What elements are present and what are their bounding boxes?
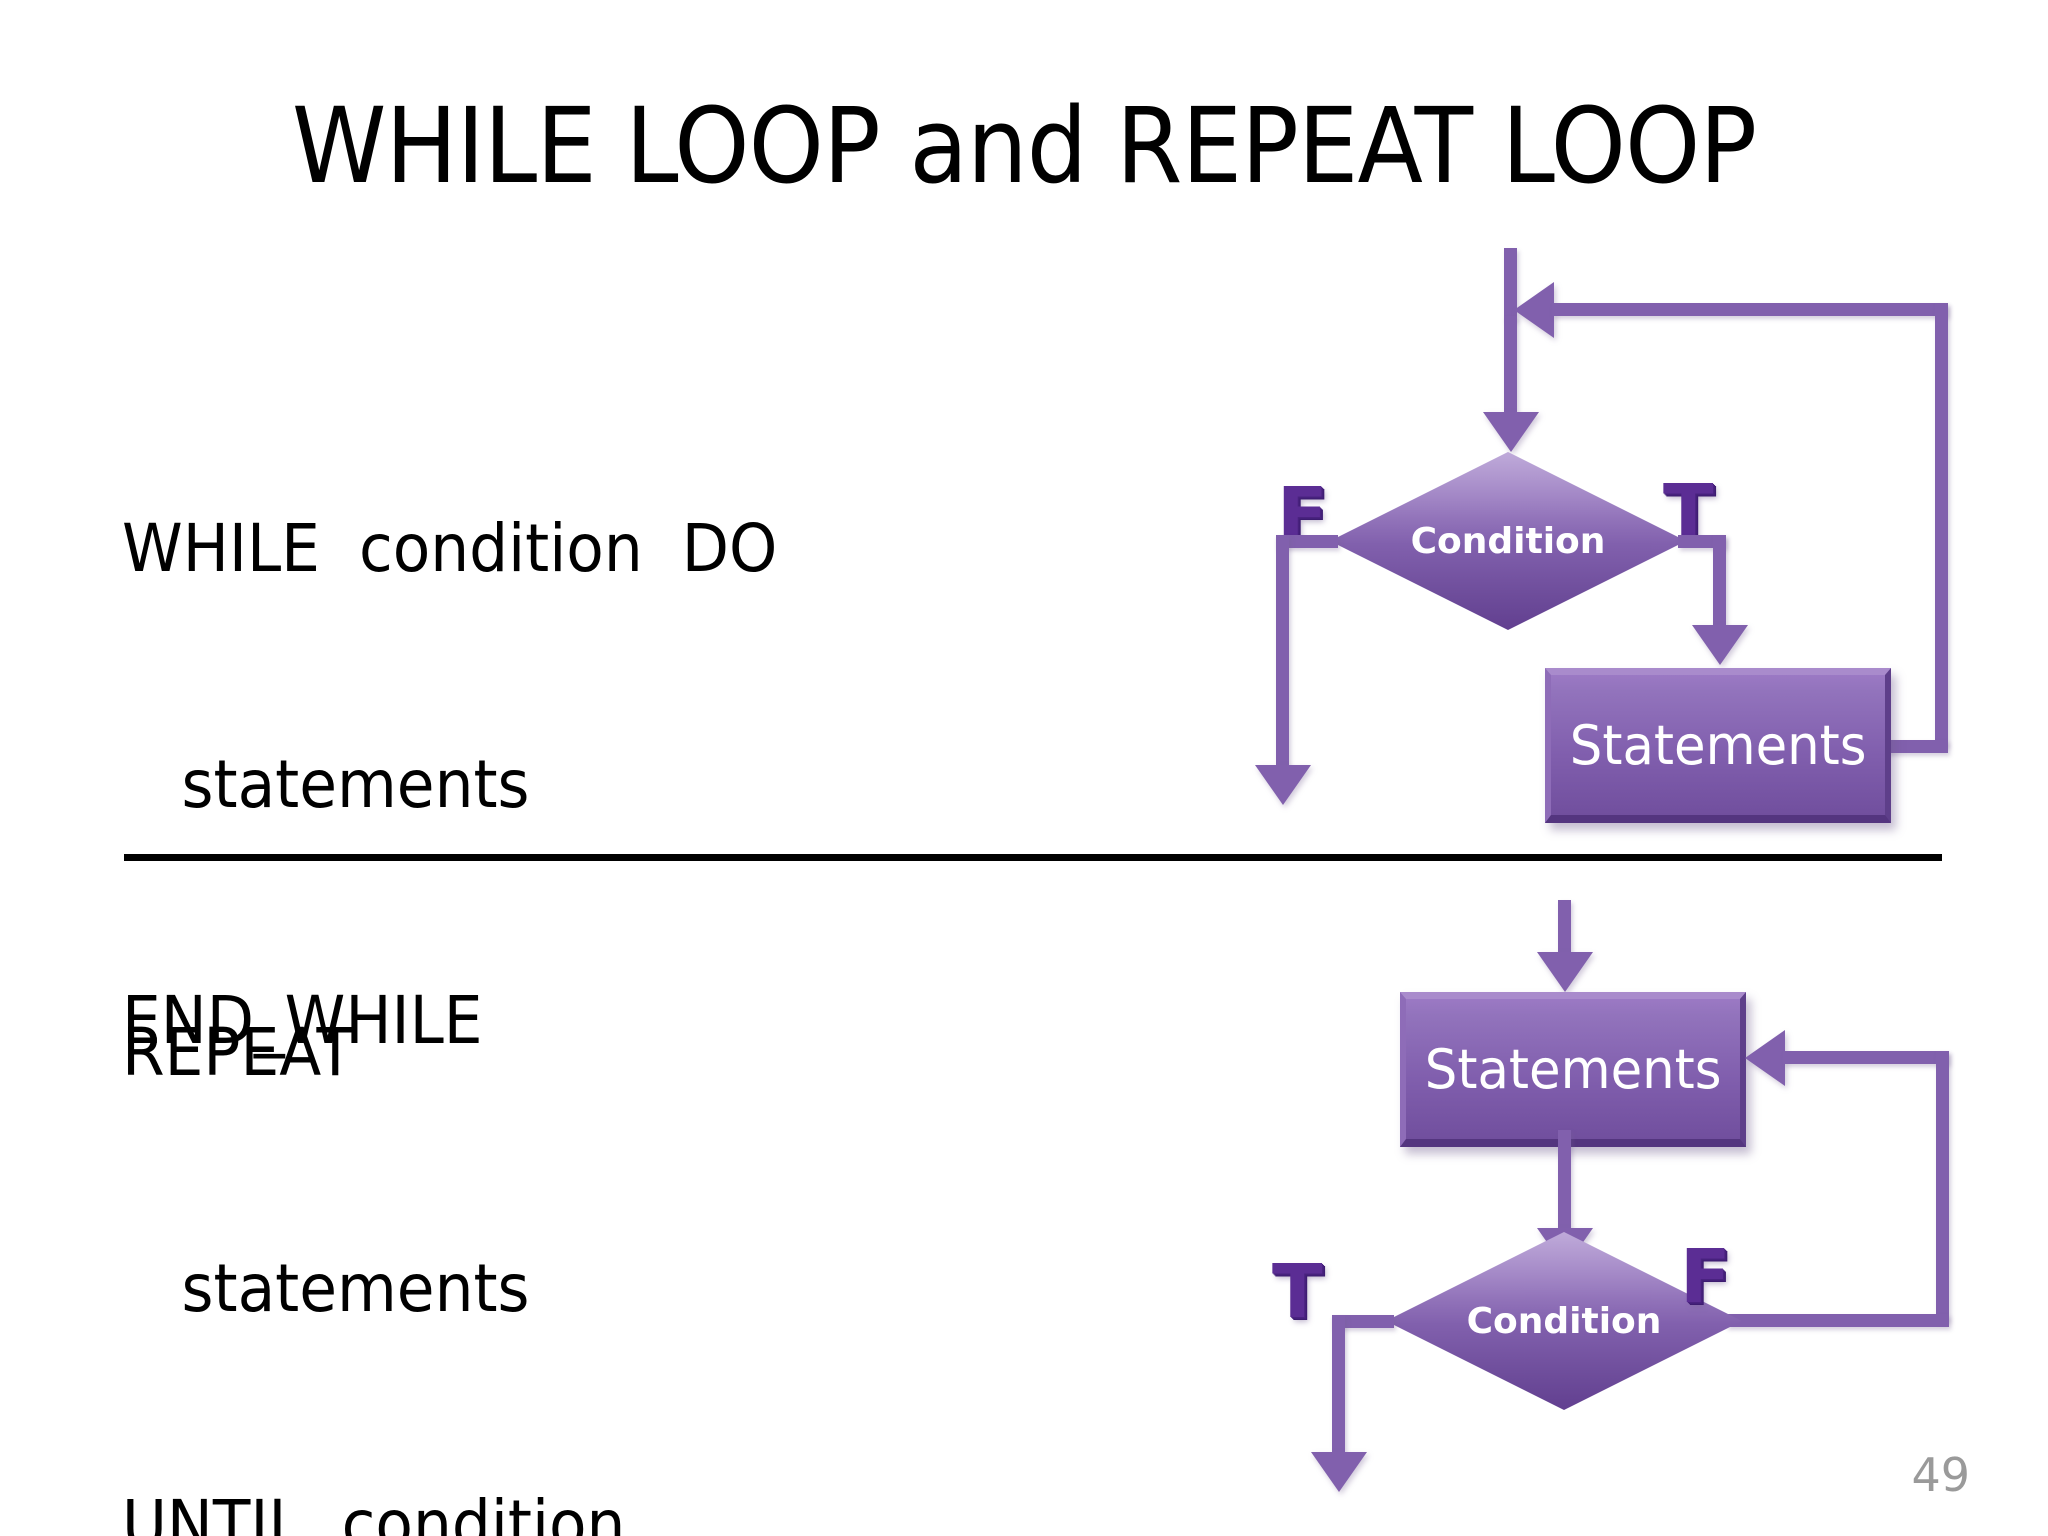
repeat-statements-label: Statements <box>1424 1037 1722 1101</box>
repeat-true-branch-label: T <box>1272 1249 1323 1335</box>
while-code-line-1: WHILE condition DO <box>122 510 778 587</box>
repeat-loopback-right-line <box>1936 1051 1949 1321</box>
while-loopback-top-line <box>1552 303 1948 316</box>
while-entry-line-lower <box>1504 316 1517 418</box>
repeat-code-line-3: UNTIL condition <box>122 1486 626 1536</box>
repeat-entry-line <box>1558 900 1571 962</box>
while-pseudocode-block: WHILE condition DO statements END_WHILE <box>122 384 777 1224</box>
while-false-branch-line-h <box>1276 535 1338 548</box>
while-true-branch-line-v <box>1713 535 1726 631</box>
repeat-true-branch-line-v <box>1332 1315 1345 1459</box>
repeat-code-line-2: statements <box>181 1250 530 1327</box>
while-entry-arrowhead <box>1483 412 1539 452</box>
while-false-branch-line-v <box>1276 535 1289 771</box>
repeat-code-line-1: REPEAT <box>122 1014 354 1091</box>
while-entry-line <box>1504 248 1517 320</box>
repeat-statements-box[interactable]: Statements <box>1400 992 1746 1147</box>
while-code-line-2: statements <box>181 746 530 823</box>
repeat-loopback-top-line <box>1783 1051 1949 1064</box>
repeat-loopback-arrowhead <box>1745 1030 1785 1086</box>
repeat-true-branch-line-h <box>1332 1315 1394 1328</box>
page-title: WHILE LOOP and REPEAT LOOP <box>291 85 1757 207</box>
while-statements-box[interactable]: Statements <box>1545 668 1891 823</box>
while-false-branch-arrowhead <box>1255 765 1311 805</box>
repeat-false-branch-label: F <box>1680 1234 1731 1320</box>
while-statements-label: Statements <box>1569 713 1867 777</box>
while-loopback-arrowhead <box>1514 282 1554 338</box>
page-number: 49 <box>1911 1448 1970 1502</box>
while-condition-label: Condition <box>1410 520 1606 562</box>
while-condition-diamond[interactable]: Condition <box>1330 452 1686 630</box>
repeat-loopback-bottom-line <box>1726 1314 1949 1327</box>
repeat-entry-arrowhead <box>1537 952 1593 992</box>
repeat-condition-label: Condition <box>1466 1300 1662 1342</box>
while-loopback-right-line <box>1935 303 1948 746</box>
while-true-branch-arrowhead <box>1692 625 1748 665</box>
while-loopback-bottom-line <box>1874 740 1948 753</box>
repeat-statements-to-condition-line <box>1558 1130 1571 1234</box>
while-code-line-3: END_WHILE <box>122 982 483 1059</box>
section-divider <box>124 854 1942 861</box>
repeat-pseudocode-block: REPEAT statements UNTIL condition <box>122 888 625 1536</box>
repeat-true-branch-arrowhead <box>1311 1452 1367 1492</box>
